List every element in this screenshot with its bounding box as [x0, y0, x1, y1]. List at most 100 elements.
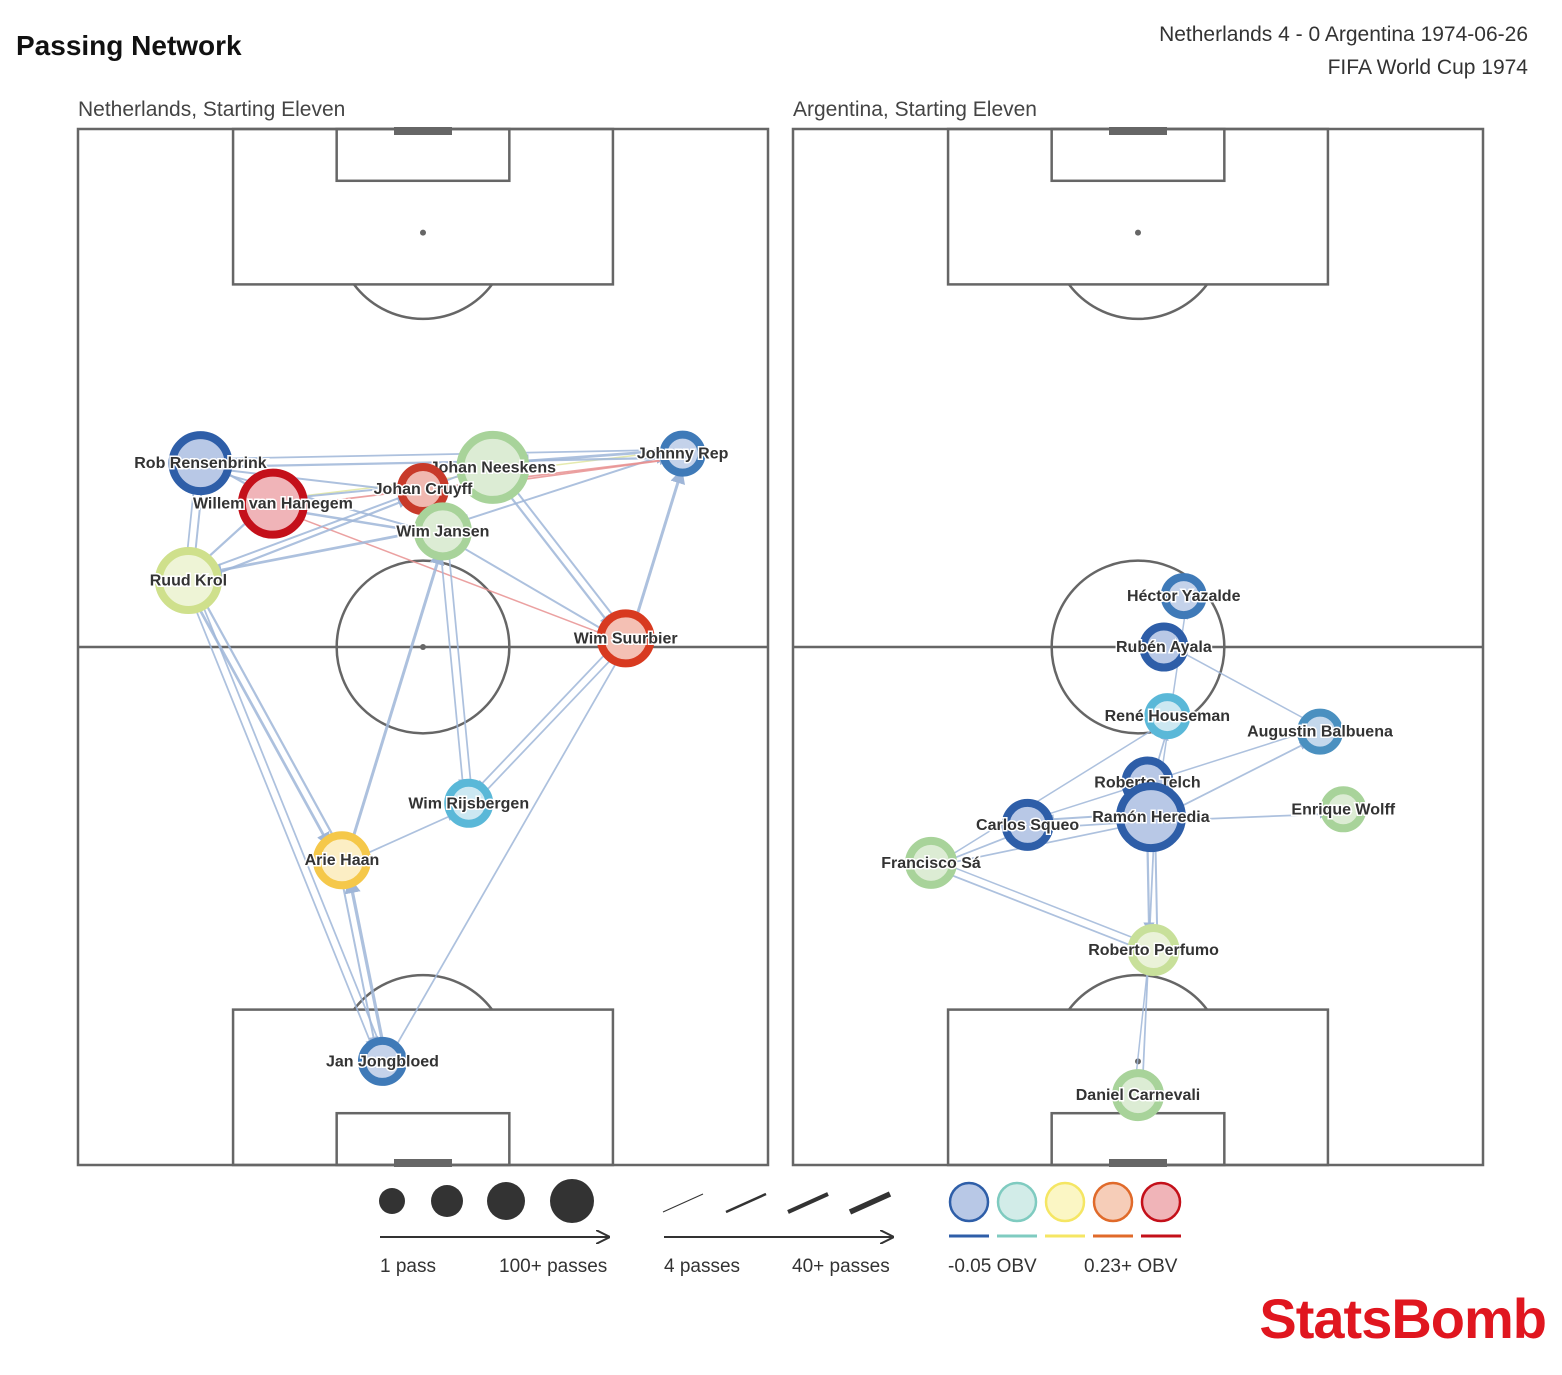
- penalty-arc-top: [352, 283, 494, 321]
- player-circle: [154, 547, 222, 615]
- player-circle: [1139, 622, 1189, 672]
- player-label: Wim Rijsbergen: [408, 795, 529, 812]
- player-circle: [1112, 1069, 1164, 1122]
- pass-edge: [509, 483, 619, 623]
- match-info: Netherlands 4 - 0 Argentina 1974-06-26 F…: [1159, 18, 1528, 84]
- pitch-0: [76, 127, 770, 1167]
- pass-edge: [201, 596, 339, 844]
- pass-edge: [218, 468, 407, 495]
- penalty-spot-top: [1135, 229, 1141, 236]
- pass-edge: [219, 452, 669, 468]
- panel-title-netherlands: Netherlands, Starting Eleven: [78, 98, 346, 121]
- player-circle: [1320, 786, 1367, 833]
- pass-edge: [359, 812, 456, 858]
- goal-top: [1109, 127, 1167, 135]
- legend-obv-circle-5: [1140, 1181, 1182, 1223]
- goal-top: [394, 127, 452, 135]
- centre-spot: [420, 644, 426, 650]
- pass-edge: [1042, 731, 1306, 818]
- player-node: Ramón Heredia: [1091, 782, 1211, 853]
- player-circle: [1296, 708, 1343, 755]
- legend-size-dot-4: [550, 1179, 594, 1223]
- legend-size-dot-3: [487, 1182, 525, 1220]
- pass-edge: [292, 509, 425, 537]
- player-circle: [1144, 693, 1191, 740]
- penalty-area-bottom: [231, 1008, 615, 1167]
- player-node: Ruud Krol: [148, 547, 229, 615]
- player-label: Ruud Krol: [150, 573, 227, 590]
- statsbomb-logo: StatsBomb: [1259, 1287, 1547, 1350]
- player-label: Wim Suurbier: [574, 630, 678, 647]
- penalty-arc-bottom: [352, 973, 494, 1011]
- legend-width-line-1: [662, 1193, 704, 1213]
- pass-edge: [945, 727, 1157, 859]
- player-node: Arie Haan: [303, 831, 381, 890]
- panel-title-argentina: Argentina, Starting Eleven: [793, 98, 1037, 121]
- player-label: Willem van Hanegem: [193, 496, 353, 513]
- player-label: René Houseman: [1105, 708, 1230, 725]
- player-circle: [1160, 573, 1207, 620]
- pass-edge: [633, 468, 685, 624]
- player-label: Daniel Carnevali: [1076, 1087, 1201, 1104]
- competition: FIFA World Cup 1974: [1327, 56, 1528, 79]
- legend-size-min-label: 1 pass: [380, 1256, 436, 1277]
- legend: [379, 1179, 1182, 1237]
- player-circle: [1001, 798, 1054, 851]
- pass-edge: [943, 871, 1137, 949]
- player-label: Enrique Wolff: [1291, 801, 1395, 818]
- centre-circle: [1050, 559, 1226, 735]
- penalty-arc-bottom: [1067, 973, 1209, 1011]
- pass-edge: [1150, 838, 1161, 935]
- player-label: Héctor Yazalde: [1127, 588, 1241, 605]
- legend-width-min-label: 4 passes: [664, 1256, 741, 1277]
- player-node: Daniel Carnevali: [1074, 1069, 1202, 1122]
- pass-edge: [392, 656, 621, 1052]
- player-circle: [312, 831, 371, 890]
- player-label: Arie Haan: [305, 852, 380, 869]
- centre-circle: [335, 559, 511, 735]
- player-circle: [596, 609, 655, 668]
- pass-edge: [1143, 838, 1155, 934]
- legend-size-max-label: 100+ passes: [499, 1256, 608, 1277]
- player-label: Roberto Perfumo: [1088, 942, 1219, 959]
- player-label: Augustin Balbuena: [1247, 724, 1393, 741]
- player-node: Wim Suurbier: [572, 609, 679, 668]
- pass-edge: [459, 453, 669, 524]
- legend-obv-circle-2: [996, 1181, 1038, 1223]
- legend-obv-circle-1: [948, 1181, 990, 1223]
- six-yard-box-top: [1050, 127, 1226, 183]
- pass-edge: [502, 486, 612, 627]
- player-node: Johnny Rep: [635, 430, 730, 477]
- player-circle: [413, 502, 472, 561]
- goal-bottom: [1109, 1159, 1167, 1167]
- penalty-spot-bottom: [420, 1058, 426, 1065]
- pitch-1: [791, 127, 1485, 1167]
- player-node: Roberto Perfumo: [1087, 924, 1221, 977]
- pass-edge: [290, 514, 607, 637]
- player-label: Johan Neeskens: [430, 459, 556, 476]
- player-circle: [444, 778, 494, 828]
- pass-edge: [344, 876, 386, 1047]
- pass-edge: [208, 497, 410, 578]
- player-node: Francisco Sá: [880, 836, 982, 889]
- pass-edge: [191, 600, 374, 1049]
- legend-obv-min-label: -0.05 OBV: [948, 1256, 1037, 1277]
- player-label: Francisco Sá: [881, 855, 981, 872]
- player-circle: [659, 430, 706, 477]
- player-node: Wim Jansen: [395, 502, 491, 561]
- penalty-area-top: [231, 127, 615, 286]
- player-node: Jan Jongbloed: [325, 1036, 440, 1086]
- penalty-area-top: [946, 127, 1330, 286]
- player-label: Carlos Squeo: [976, 817, 1079, 834]
- pass-edge: [1043, 813, 1130, 825]
- pass-edge: [439, 548, 467, 788]
- pass-edge: [946, 833, 1014, 862]
- page-title: Passing Network: [16, 30, 242, 61]
- pass-edge: [948, 864, 1141, 942]
- player-circle: [357, 1036, 407, 1086]
- player-node: Wim Rijsbergen: [407, 778, 531, 828]
- player-label: Jan Jongbloed: [326, 1053, 439, 1070]
- pass-edge: [445, 549, 473, 789]
- pass-edge: [455, 542, 608, 633]
- legend-width-line-3: [787, 1192, 829, 1214]
